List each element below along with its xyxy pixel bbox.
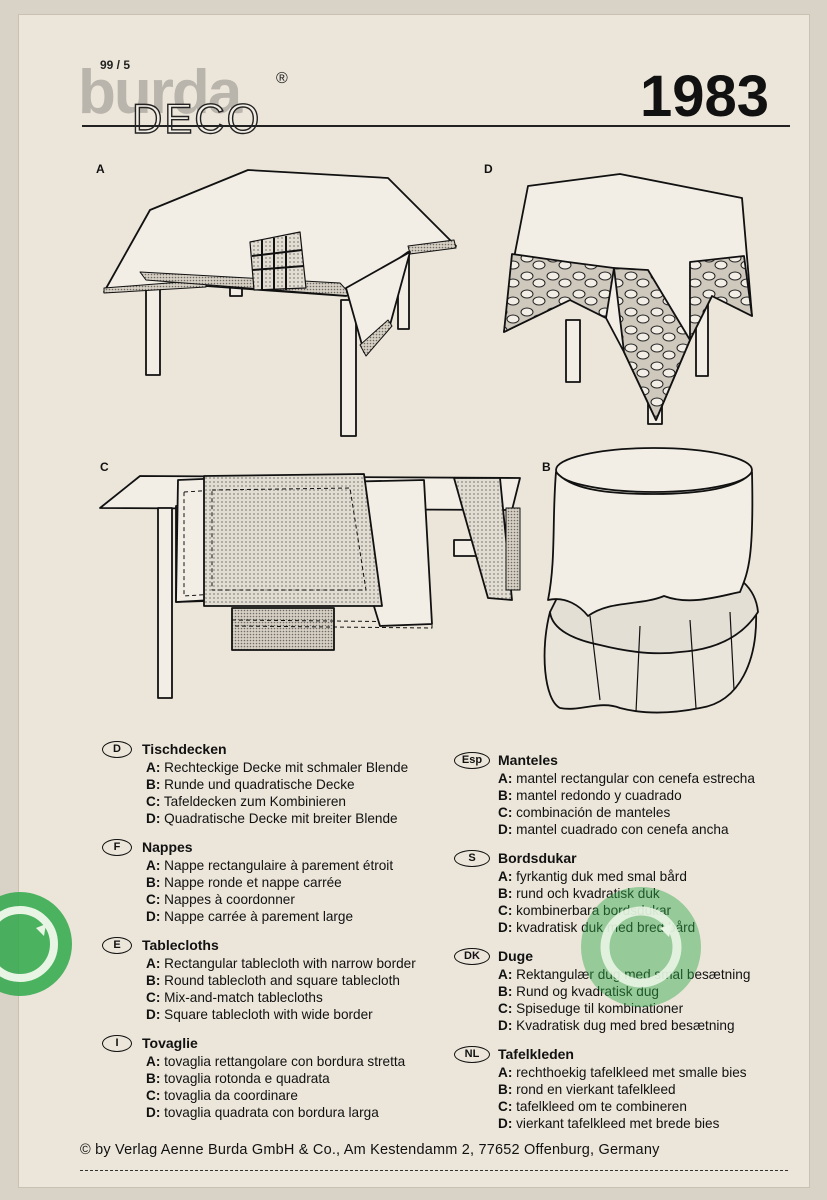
view-label-c: C [100,460,109,474]
view-label-a: A [96,162,105,176]
language-group-en: E Tablecloths A: Rectangular tablecloth w… [102,936,452,1023]
burda-deco-logo: 99 / 5 burda ® DECO [78,58,338,148]
copyright-line: © by Verlag Aenne Burda GmbH & Co., Am K… [80,1142,660,1158]
list-item: D: tovaglia quadrata con bordura larga [146,1105,379,1120]
language-group-nl: NL Tafelkleden A: rechthoekig tafelkleed … [454,1045,794,1132]
list-item: A: Rectangular tablecloth with narrow bo… [146,956,416,971]
list-item: B: Nappe ronde et nappe carrée [146,875,342,890]
language-group-de: D Tischdecken A: Rechteckige Decke mit sc… [102,740,452,827]
language-badge: S [454,850,490,867]
list-item: C: tafelkleed om te combineren [498,1099,687,1114]
language-badge: I [102,1035,132,1052]
language-group-fr: F Nappes A: Nappe rectangulaire à paremen… [102,838,452,925]
list-item: C: Spiseduge til kombinationer [498,1001,684,1016]
list-item: B: rund och kvadratisk duk [498,886,660,901]
list-item: C: tovaglia da coordinare [146,1088,298,1103]
language-badge: D [102,741,132,758]
group-title: Tafelkleden [498,1046,574,1062]
language-badge: DK [454,948,490,965]
edition-label: 99 / 5 [100,58,131,72]
list-item: B: Round tablecloth and square tableclot… [146,973,400,988]
list-item: C: Nappes à coordonner [146,892,295,907]
group-title: Tovaglie [142,1035,198,1051]
brand-name: burda [78,58,242,127]
list-item: B: mantel redondo y cuadrado [498,788,682,803]
list-item: A: fyrkantig duk med smal bård [498,869,687,884]
language-group-da: DK Duge A: Rektangulær dug med smal besæt… [454,947,794,1034]
language-badge: F [102,839,132,856]
recycling-seal-icon [0,892,72,996]
list-item: A: Rektangulær dug med smal besætning [498,967,751,982]
list-item: A: tovaglia rettangolare con bordura str… [146,1054,406,1069]
language-group-es: Esp Manteles A: mantel rectangular con ce… [454,751,794,838]
list-item: B: rond en vierkant tafelkleed [498,1082,676,1097]
description-column-left: D Tischdecken A: Rechteckige Decke mit sc… [102,740,452,1132]
group-title: Tischdecken [142,741,227,757]
list-item: D: mantel cuadrado con cenefa ancha [498,822,729,837]
view-label-b: B [542,460,551,474]
list-item: A: Nappe rectangulaire à parement étroit [146,858,394,873]
group-title: Tablecloths [142,937,219,953]
list-item: C: Tafeldecken zum Kombinieren [146,794,346,809]
list-item: D: Square tablecloth with wide border [146,1007,373,1022]
view-d-square-tablecloth [503,173,753,425]
group-title: Nappes [142,839,193,855]
view-label-d: D [484,162,493,176]
brand-line: DECO [131,95,262,142]
list-item: D: Kvadratisk dug med bred besætning [498,1018,735,1033]
list-item: D: Quadratische Decke mit breiter Blende [146,811,398,826]
pattern-number: 1983 [640,64,770,129]
list-item: C: Mix-and-match tablecloths [146,990,323,1005]
view-b-round-tablecloth [543,447,759,714]
list-item: C: combinación de manteles [498,805,671,820]
language-badge: E [102,937,132,954]
view-a-rectangular-tablecloth [103,169,457,437]
list-item: D: Nappe carrée à parement large [146,909,354,924]
description-column-right: Esp Manteles A: mantel rectangular con ce… [454,751,794,1143]
list-item: A: rechthoekig tafelkleed met smalle bie… [498,1065,747,1080]
registered-mark: ® [276,70,288,87]
cut-line [80,1170,788,1171]
language-group-it: I Tovaglie A: tovaglia rettangolare con b… [102,1034,452,1121]
header-rule [82,125,790,127]
list-item: A: mantel rectangular con cenefa estrech… [498,771,755,786]
list-item: A: Rechteckige Decke mit schmaler Blende [146,760,409,775]
view-c-coordinated-runners [99,473,521,699]
language-badge: Esp [454,752,490,769]
recycling-seal-icon-2 [581,887,701,1007]
list-item: D: vierkant tafelkleed met brede bies [498,1116,720,1131]
list-item: B: tovaglia rotonda e quadrata [146,1071,330,1086]
language-badge: NL [454,1046,490,1063]
list-item: B: Rund og kvadratisk dug [498,984,659,999]
group-title: Bordsdukar [498,850,577,866]
list-item: B: Runde und quadratische Decke [146,777,355,792]
group-title: Manteles [498,752,558,768]
group-title: Duge [498,948,533,964]
